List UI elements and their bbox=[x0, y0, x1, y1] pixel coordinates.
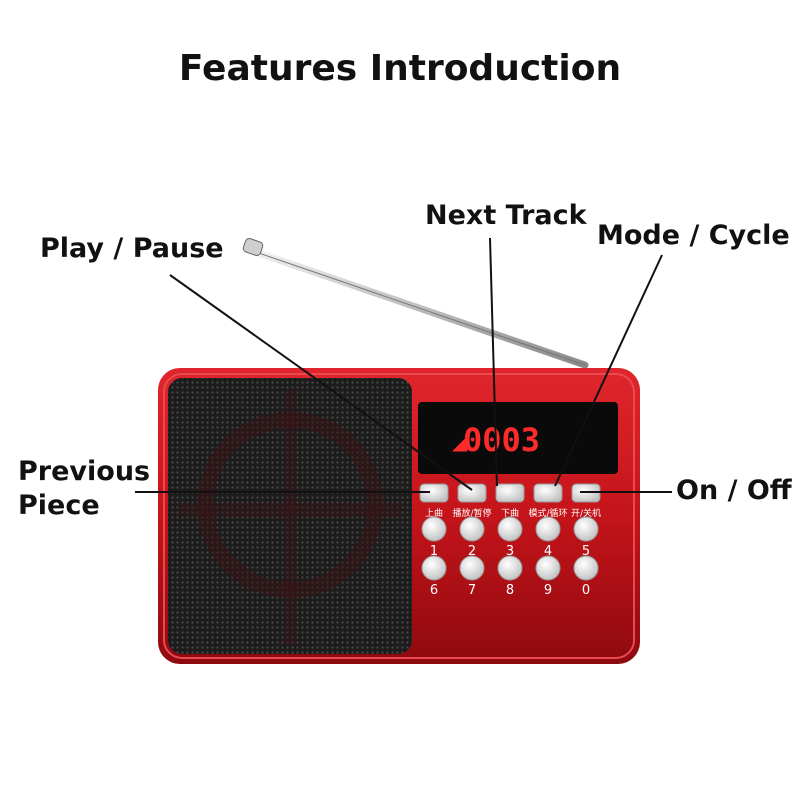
key-5[interactable] bbox=[573, 516, 599, 542]
numeric-keypad: 1 2 3 4 5 6 7 8 9 0 bbox=[421, 516, 599, 598]
speaker-grill bbox=[168, 378, 412, 654]
callout-lines bbox=[135, 237, 672, 493]
key-label: 1 bbox=[430, 544, 438, 559]
callout-on-off: On / Off bbox=[676, 475, 792, 506]
key-9[interactable] bbox=[535, 555, 561, 581]
key-label: 3 bbox=[506, 544, 514, 559]
mode-button[interactable] bbox=[533, 483, 563, 503]
callout-previous-line2: Piece bbox=[18, 490, 100, 521]
button-label-play-pause: 播放/暂停 bbox=[452, 507, 491, 519]
key-7[interactable] bbox=[459, 555, 485, 581]
key-label: 6 bbox=[430, 583, 438, 598]
key-label: 7 bbox=[468, 583, 476, 598]
key-2[interactable] bbox=[459, 516, 485, 542]
callout-line-next-track bbox=[489, 237, 498, 487]
key-1[interactable] bbox=[421, 516, 447, 542]
led-readout: 0003 bbox=[463, 421, 540, 459]
key-label: 2 bbox=[468, 544, 476, 559]
callout-line-play-pause bbox=[169, 274, 473, 491]
next-button[interactable] bbox=[495, 483, 525, 503]
callout-previous-line1: Previous bbox=[18, 456, 151, 487]
button-label-previous: 上曲 bbox=[425, 508, 443, 519]
callout-mode-cycle: Mode / Cycle bbox=[597, 220, 790, 251]
callout-play-pause: Play / Pause bbox=[40, 233, 224, 264]
play-pause-button[interactable] bbox=[457, 483, 487, 503]
button-label-mode: 模式/循环 bbox=[528, 507, 567, 519]
key-6[interactable] bbox=[421, 555, 447, 581]
button-label-next: 下曲 bbox=[501, 508, 519, 519]
key-3[interactable] bbox=[497, 516, 523, 542]
key-8[interactable] bbox=[497, 555, 523, 581]
key-4[interactable] bbox=[535, 516, 561, 542]
key-label: 5 bbox=[582, 544, 590, 559]
led-indicator-icon: ◢ bbox=[452, 430, 468, 454]
key-label: 8 bbox=[506, 583, 514, 598]
key-0[interactable] bbox=[573, 555, 599, 581]
button-label-power: 开/关机 bbox=[571, 507, 601, 519]
key-label: 9 bbox=[544, 583, 552, 598]
antenna bbox=[242, 238, 589, 369]
callout-previous: Previous Piece bbox=[18, 455, 150, 523]
callout-next-track: Next Track bbox=[425, 200, 587, 231]
callout-line-mode-cycle bbox=[554, 254, 663, 487]
page-title: Features Introduction bbox=[178, 48, 622, 89]
key-label: 4 bbox=[544, 544, 552, 559]
key-label: 0 bbox=[582, 583, 590, 598]
